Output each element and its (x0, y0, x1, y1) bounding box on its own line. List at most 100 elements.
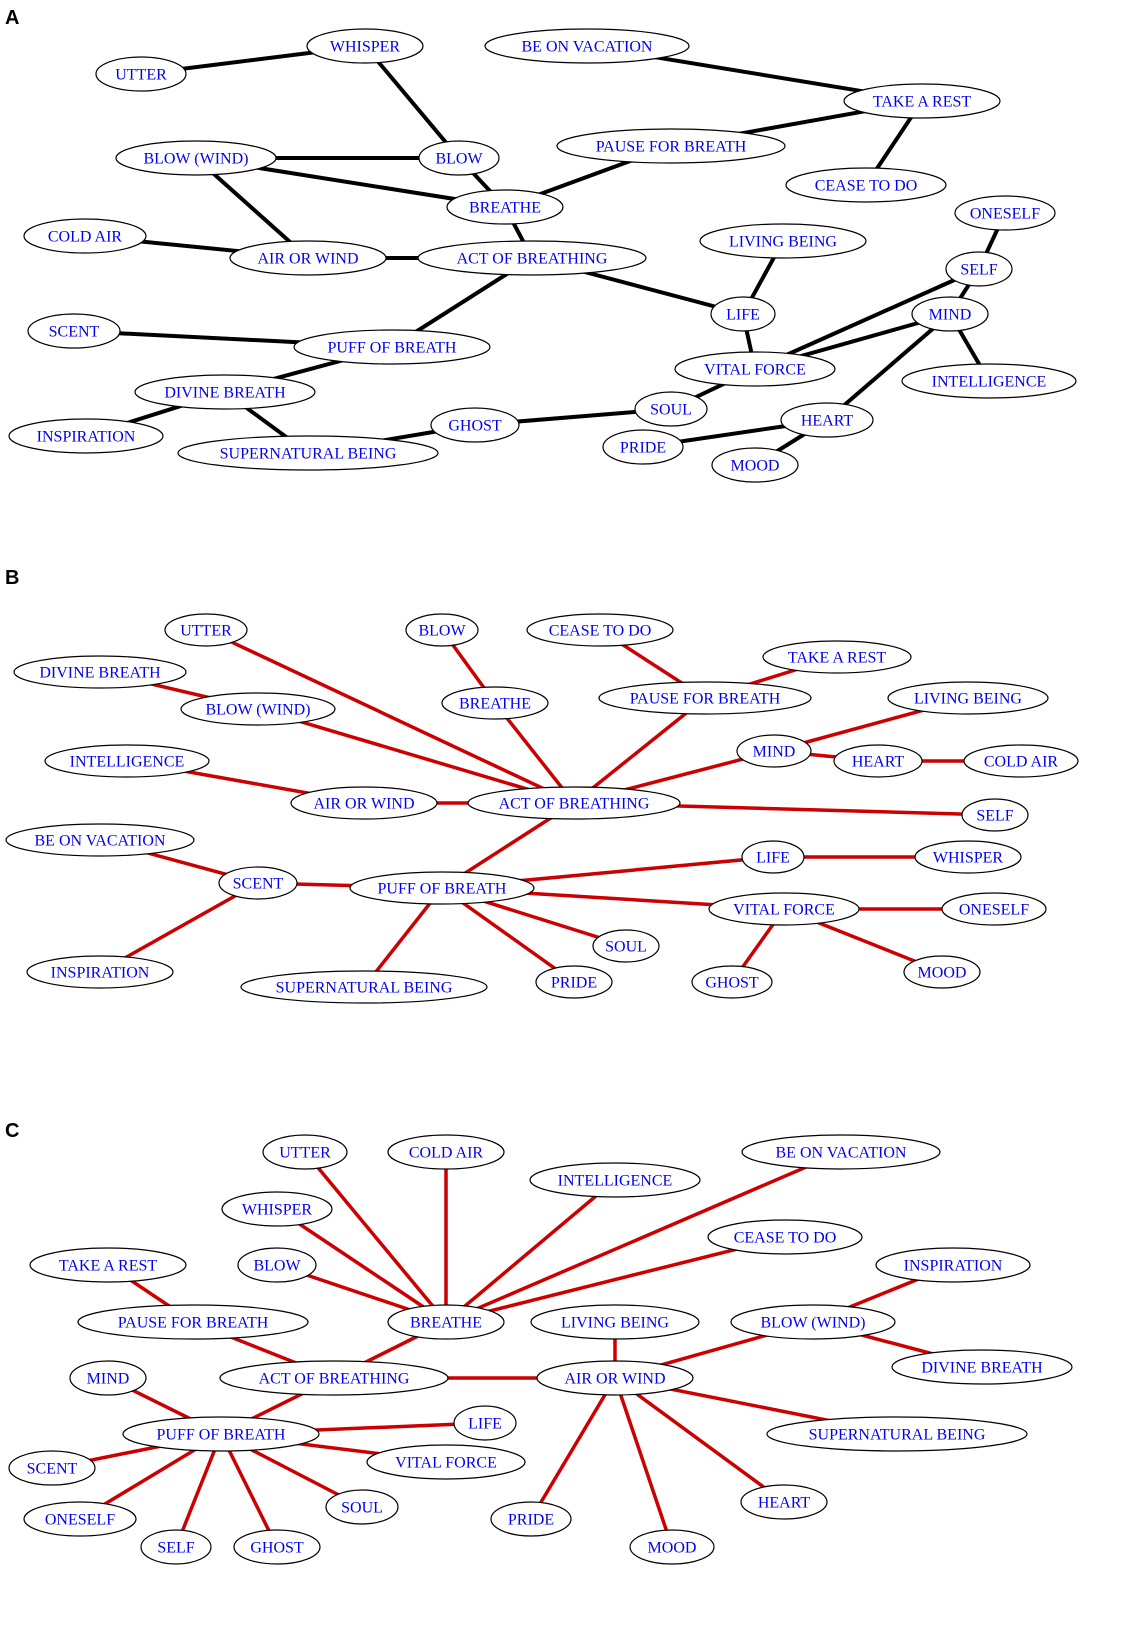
node-cold-air: COLD AIR (963, 744, 1079, 778)
node-label: PAUSE FOR BREATH (118, 1315, 269, 1332)
node-ellipse (741, 840, 805, 874)
node-living-being: LIVING BEING (699, 223, 867, 259)
node-label: SCENT (233, 876, 284, 893)
node-ellipse (77, 1304, 309, 1340)
node-blow: BLOW (418, 140, 500, 176)
node-ellipse (387, 1134, 505, 1170)
node-ellipse (484, 28, 690, 64)
node-breathe: BREATHE (387, 1304, 505, 1340)
node-label: TAKE A REST (59, 1258, 158, 1275)
node-blow: BLOW (405, 613, 479, 647)
node-label: SELF (157, 1540, 194, 1557)
node-scent: SCENT (8, 1450, 96, 1486)
node-label: LIVING BEING (729, 234, 837, 251)
edge-whisper--breathe (275, 1207, 448, 1324)
node-label: UTTER (115, 67, 167, 84)
node-pause-for-breath: PAUSE FOR BREATH (556, 128, 786, 164)
node-divine-breath: DIVINE BREATH (134, 374, 316, 410)
node-pride: PRIDE (535, 965, 613, 999)
node-label: CEASE TO DO (549, 623, 652, 640)
node-utter: UTTER (262, 1134, 348, 1170)
node-label: PRIDE (620, 440, 666, 457)
node-ellipse (911, 296, 989, 332)
node-take-a-rest: TAKE A REST (29, 1247, 187, 1283)
edge-puff-of-breath--self (174, 1432, 223, 1549)
node-label: INTELLIGENCE (70, 754, 185, 771)
node-label: UTTER (180, 623, 232, 640)
node-label: DIVINE BREATH (39, 665, 161, 682)
node-label: AIR OR WIND (313, 796, 414, 813)
node-ellipse (707, 1219, 863, 1255)
node-label: PAUSE FOR BREATH (630, 691, 781, 708)
node-label: PRIDE (508, 1512, 554, 1529)
node-vital-force: VITAL FORCE (708, 892, 860, 926)
node-ellipse (290, 786, 438, 820)
node-ellipse (699, 223, 867, 259)
node-label: SELF (976, 808, 1013, 825)
node-ellipse (13, 655, 187, 689)
node-blow-wind: BLOW (WIND) (115, 140, 277, 176)
node-divine-breath: DIVINE BREATH (13, 655, 187, 689)
node-label: UTTER (279, 1145, 331, 1162)
node-label: WHISPER (242, 1202, 313, 1219)
node-label: COLD AIR (984, 754, 1059, 771)
node-life: LIFE (453, 1405, 517, 1441)
node-breathe: BREATHE (441, 686, 549, 720)
node-label: BLOW (253, 1258, 301, 1275)
edge-air-or-wind--mood (613, 1376, 674, 1549)
node-ellipse (237, 1247, 317, 1283)
node-ellipse (29, 1247, 187, 1283)
node-label: DIVINE BREATH (921, 1360, 1043, 1377)
node-ellipse (961, 798, 1029, 832)
node-ellipse (875, 1247, 1031, 1283)
node-label: ACT OF BREATHING (457, 251, 608, 268)
node-pause-for-breath: PAUSE FOR BREATH (598, 681, 812, 715)
node-mind: MIND (736, 734, 812, 768)
node-ellipse (27, 313, 121, 349)
node-label: COLD AIR (409, 1145, 484, 1162)
node-blow-wind: BLOW (WIND) (730, 1304, 896, 1340)
node-ellipse (5, 823, 195, 857)
node-air-or-wind: AIR OR WIND (229, 240, 387, 276)
node-ellipse (736, 734, 812, 768)
node-label: SUPERNATURAL BEING (809, 1427, 986, 1444)
node-label: SUPERNATURAL BEING (220, 446, 397, 463)
node-air-or-wind: AIR OR WIND (290, 786, 438, 820)
node-ellipse (233, 1529, 321, 1565)
panel-a-label: A (5, 7, 19, 29)
node-oneself: ONESELF (954, 195, 1056, 231)
node-ellipse (26, 955, 174, 989)
node-label: HEART (852, 754, 905, 771)
node-ellipse (941, 892, 1047, 926)
node-label: BREATHE (469, 200, 541, 217)
node-blow-wind: BLOW (WIND) (180, 692, 336, 726)
node-soul: SOUL (634, 391, 708, 427)
node-ellipse (219, 1360, 449, 1396)
node-label: BLOW (WIND) (760, 1315, 865, 1332)
node-ellipse (44, 744, 210, 778)
node-supernatural-being: SUPERNATURAL BEING (766, 1416, 1028, 1452)
panel-c-edges (50, 1150, 984, 1549)
node-ellipse (766, 1416, 1028, 1452)
node-ellipse (674, 351, 836, 387)
node-label: MOOD (648, 1540, 697, 1557)
node-be-on-vacation: BE ON VACATION (5, 823, 195, 857)
node-living-being: LIVING BEING (530, 1304, 700, 1340)
node-ellipse (592, 929, 660, 963)
node-label: MIND (929, 307, 972, 324)
node-ellipse (164, 613, 248, 647)
panel-b-graph: UTTER BLOW CEASE TO DO TAKE A REST DIVINE BR… (5, 613, 1079, 1004)
node-ellipse (417, 240, 647, 276)
node-label: INTELLIGENCE (932, 374, 1047, 391)
node-divine-breath: DIVINE BREATH (891, 1349, 1073, 1385)
node-ellipse (785, 167, 947, 203)
node-label: ONESELF (959, 902, 1029, 919)
node-label: VITAL FORCE (704, 362, 806, 379)
node-label: TAKE A REST (788, 650, 887, 667)
node-ellipse (453, 1405, 517, 1441)
node-vital-force: VITAL FORCE (366, 1444, 526, 1480)
node-label: CEASE TO DO (815, 178, 918, 195)
node-ellipse (634, 391, 708, 427)
node-inspiration: INSPIRATION (26, 955, 174, 989)
